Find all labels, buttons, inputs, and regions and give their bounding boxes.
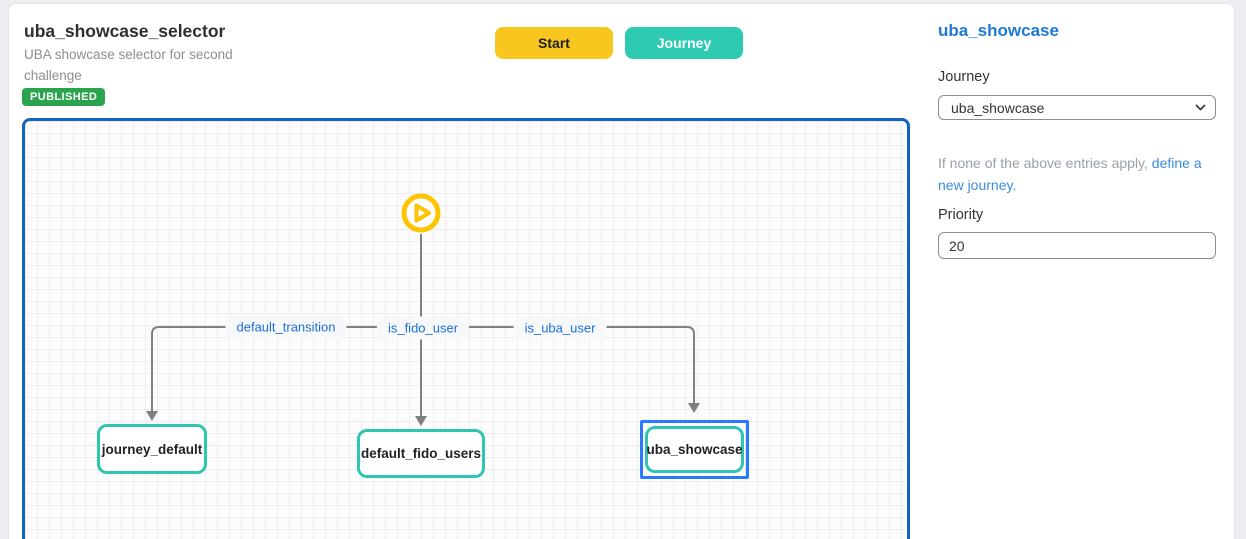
arrowhead-right — [688, 403, 700, 413]
play-icon — [401, 193, 441, 233]
node-default-fido-users[interactable]: default_fido_users — [357, 429, 485, 478]
page-title: uba_showcase_selector — [24, 21, 226, 41]
transition-label-default-transition[interactable]: default_transition — [225, 315, 347, 339]
hint-text: If none of the above entries apply, — [938, 155, 1152, 171]
transition-label-is-fido-user[interactable]: is_fido_user — [376, 316, 470, 340]
node-selection-outline[interactable]: uba_showcase — [640, 420, 749, 479]
transition-label-is-uba-user[interactable]: is_uba_user — [513, 316, 607, 340]
journey-select-control[interactable]: uba_showcase — [938, 95, 1216, 120]
start-node[interactable] — [400, 192, 442, 234]
arrowhead-center — [415, 416, 427, 426]
flow-canvas[interactable]: default_transition is_fido_user is_uba_u… — [22, 118, 910, 539]
journey-field-label: Journey — [938, 69, 990, 85]
page-description: UBA showcase selector for second challen… — [24, 47, 233, 83]
panel-title: uba_showcase — [938, 21, 1059, 40]
status-badge: PUBLISHED — [22, 88, 106, 106]
define-new-journey-link[interactable]: define a new journey. — [938, 155, 1202, 193]
connector-left-branch — [151, 326, 421, 411]
node-uba-showcase[interactable]: uba_showcase — [645, 426, 744, 473]
start-button[interactable]: Start — [495, 27, 613, 59]
connector-right-branch — [421, 326, 695, 403]
node-journey-default[interactable]: journey_default — [97, 424, 207, 474]
priority-field-label: Priority — [938, 207, 984, 223]
priority-input[interactable] — [938, 232, 1216, 259]
arrowhead-left — [146, 411, 158, 421]
journey-button[interactable]: Journey — [625, 27, 743, 59]
journey-select[interactable]: uba_showcase — [938, 95, 1216, 120]
journey-hint: If none of the above entries apply, defi… — [938, 152, 1228, 196]
